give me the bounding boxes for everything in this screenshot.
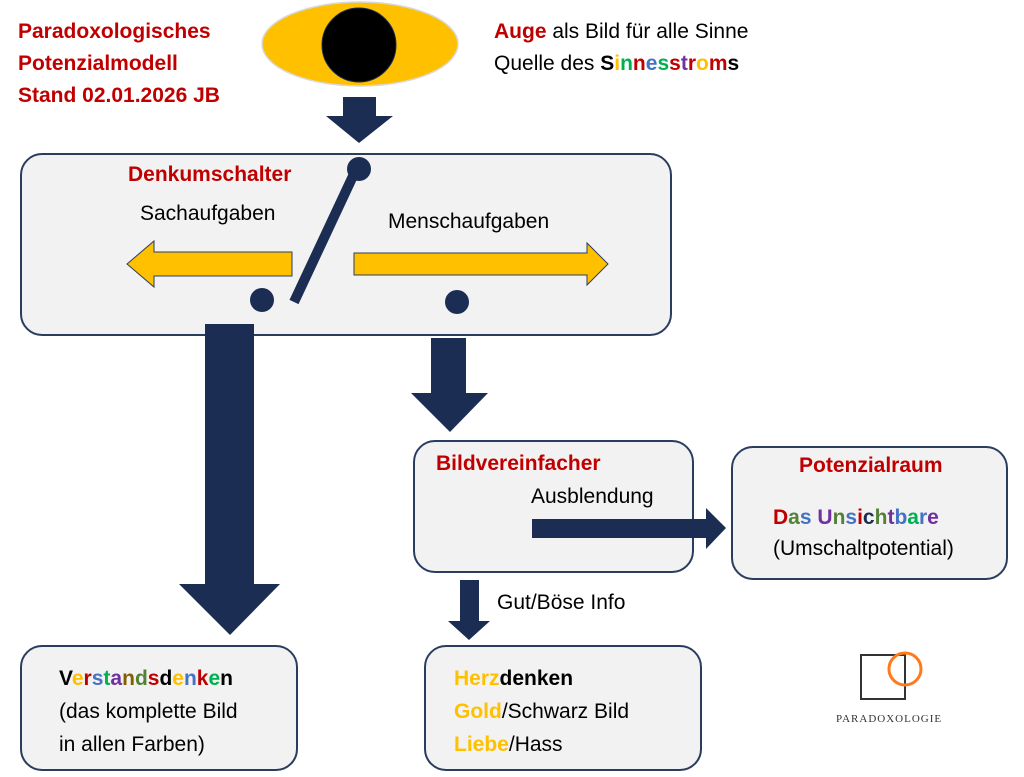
- rainbow-letter: t: [680, 52, 688, 75]
- eye-caption-line-1: Auge als Bild für alle Sinne: [494, 16, 748, 48]
- simplifier-box: [413, 440, 694, 573]
- switch-box-title: Denkumschalter: [128, 163, 292, 186]
- heart-box-line-1: Herzdenken: [454, 662, 629, 695]
- rainbow-letter: d: [134, 667, 148, 690]
- rainbow-letter: n: [122, 667, 135, 690]
- rainbow-letter: n: [183, 667, 197, 690]
- reason-box: [20, 645, 298, 771]
- eye-caption-rest: als Bild für alle Sinne: [546, 20, 749, 43]
- rainbow-letter: s: [845, 506, 858, 529]
- label-menschaufgaben: Menschaufgaben: [388, 210, 550, 233]
- switch-contact-right-icon: [445, 290, 469, 314]
- rainbow-letter: U: [817, 506, 833, 529]
- diagram-title: Paradoxologisches Potenzialmodell Stand …: [18, 16, 220, 112]
- arrow-to-herzdenken: [448, 580, 490, 640]
- label-sachaufgaben: Sachaufgaben: [140, 202, 276, 225]
- rainbow-letter: s: [147, 667, 160, 690]
- rainbow-letter: a: [110, 667, 123, 690]
- title-line-2: Potenzialmodell: [18, 52, 178, 75]
- heart-rest-hass: /Hass: [508, 733, 563, 756]
- switch-contact-left-icon: [250, 288, 274, 312]
- switch-lever-icon: [289, 173, 358, 305]
- heart-rest-denken: denken: [499, 667, 574, 690]
- logo-square-icon: [860, 654, 906, 700]
- rainbow-letter: e: [927, 506, 939, 529]
- simplifier-box-title: Bildvereinfacher: [436, 452, 601, 475]
- switch-pivot-icon: [347, 157, 371, 181]
- rainbow-letter: c: [862, 506, 875, 529]
- rainbow-letter: e: [172, 667, 184, 690]
- arrow-right-menschaufgaben: [353, 241, 609, 287]
- eye-caption-highlight: Auge: [494, 20, 547, 43]
- rainbow-letter: a: [788, 506, 800, 529]
- rainbow-letter: s: [91, 667, 104, 690]
- potential-box-subtitle: (Umschaltpotential): [773, 537, 954, 560]
- rainbow-letter: n: [832, 506, 846, 529]
- rainbow-letter: D: [773, 506, 789, 529]
- title-line-3: Stand 02.01.2026 JB: [18, 84, 220, 107]
- arrow-to-bildvereinfacher: [411, 338, 488, 432]
- rainbow-letter: s: [799, 506, 812, 529]
- rainbow-letter: S: [600, 52, 615, 75]
- rainbow-letter: m: [708, 52, 728, 75]
- rainbow-letter: V: [59, 667, 72, 690]
- label-gut-boese-info: Gut/Böse Info: [497, 591, 626, 614]
- potential-box: [731, 446, 1008, 580]
- eye-caption-prefix: Quelle des: [494, 52, 601, 75]
- heart-box-line-3: Liebe/Hass: [454, 728, 629, 761]
- rainbow-letter: t: [887, 506, 895, 529]
- eye-pupil-icon: [321, 7, 397, 83]
- arrow-left-sachaufgaben: [126, 239, 293, 289]
- logo-text: PARADOXOLOGIE: [836, 713, 943, 725]
- label-ausblendung: Ausblendung: [531, 485, 654, 508]
- potential-box-title: Potenzialraum: [799, 454, 943, 477]
- rainbow-letter: h: [874, 506, 888, 529]
- rainbow-word-das-unsichtbare: Das Unsichtbare: [773, 503, 939, 533]
- heart-rest-schwarz: /Schwarz Bild: [501, 700, 630, 723]
- rainbow-letter: s: [657, 52, 670, 75]
- rainbow-letter: s: [669, 52, 681, 75]
- rainbow-letter: k: [196, 667, 209, 690]
- arrow-eye-to-switch: [326, 97, 393, 143]
- reason-box-line-3: in allen Farben): [59, 733, 205, 756]
- rainbow-letter: i: [614, 52, 621, 75]
- arrow-to-potenzialraum: [532, 508, 726, 549]
- reason-box-line-2: (das komplette Bild: [59, 700, 238, 723]
- heart-box-line-2: Gold/Schwarz Bild: [454, 695, 629, 728]
- heart-box: [424, 645, 702, 771]
- rainbow-letter: n: [220, 667, 233, 690]
- rainbow-letter: b: [894, 506, 908, 529]
- eye-caption: Auge als Bild für alle Sinne Quelle des …: [494, 16, 748, 80]
- eye-caption-line-2: Quelle des Sinnesstroms: [494, 48, 748, 80]
- rainbow-letter: e: [645, 52, 658, 75]
- heart-highlight-herz: Herz: [454, 667, 500, 690]
- rainbow-letter: e: [208, 667, 221, 690]
- arrow-to-verstandsdenken: [179, 324, 280, 635]
- rainbow-letter: s: [727, 52, 740, 75]
- rainbow-letter: a: [907, 506, 919, 529]
- rainbow-letter: n: [620, 52, 633, 75]
- rainbow-letter: e: [71, 667, 84, 690]
- heart-highlight-gold: Gold: [454, 700, 502, 723]
- rainbow-letter: r: [83, 667, 92, 690]
- rainbow-letter: o: [696, 52, 709, 75]
- heart-highlight-liebe: Liebe: [454, 733, 509, 756]
- rainbow-letter: i: [857, 506, 863, 529]
- rainbow-letter: r: [687, 52, 696, 75]
- rainbow-word-verstandsdenken: Verstandsdenken: [59, 662, 238, 695]
- reason-box-text: Verstandsdenken (das komplette Bild in a…: [59, 662, 238, 761]
- rainbow-letter: n: [632, 52, 646, 75]
- rainbow-letter: t: [103, 667, 111, 690]
- heart-box-text: Herzdenken Gold/Schwarz Bild Liebe/Hass: [454, 662, 629, 761]
- rainbow-word-sinnesstroms: Sinnesstroms: [600, 52, 739, 75]
- title-line-1: Paradoxologisches: [18, 20, 211, 43]
- logo-circle-icon: [887, 651, 923, 687]
- rainbow-letter: r: [918, 506, 928, 529]
- rainbow-letter: d: [159, 667, 173, 690]
